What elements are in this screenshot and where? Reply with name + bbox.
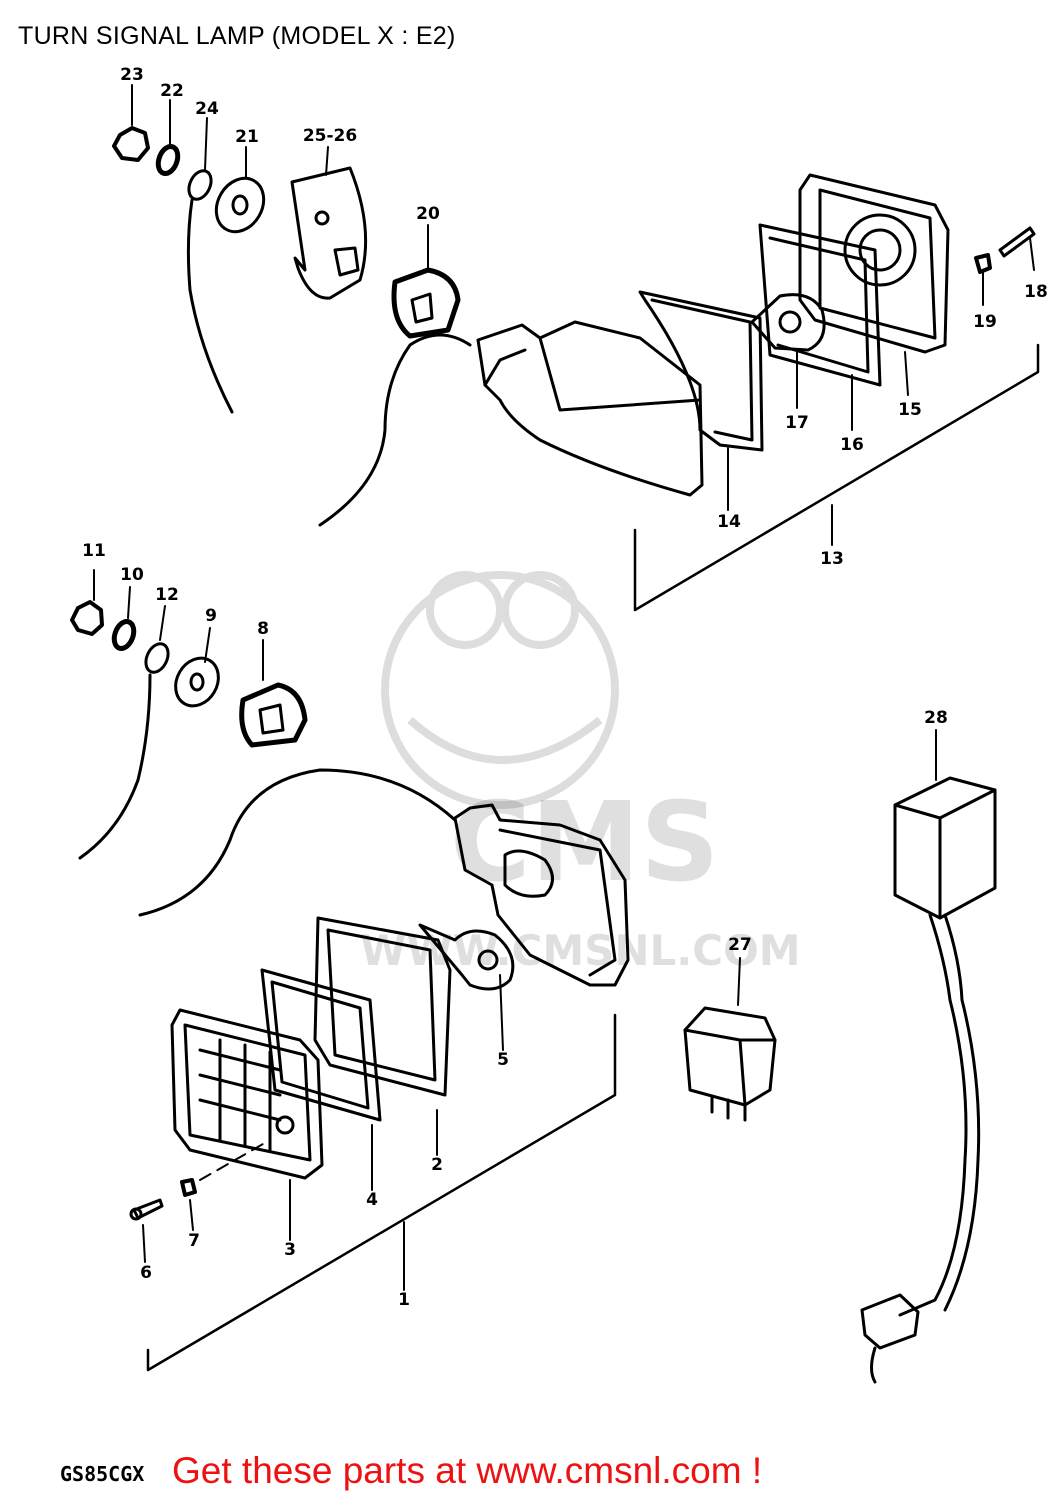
ground-terminal-part (187, 169, 213, 201)
lens-gasket-part (758, 223, 882, 387)
part-label-20: 20 (416, 204, 440, 224)
part-label-19: 19 (973, 312, 997, 332)
watermark-logo (381, 571, 619, 809)
lens-part (170, 1008, 324, 1180)
bulb-part (750, 293, 826, 352)
gasket-part (313, 916, 452, 1097)
part-label-23: 23 (120, 65, 144, 85)
screw-part (132, 1198, 164, 1220)
washer-part (174, 656, 220, 708)
grommet-part (239, 682, 308, 748)
part-label-27: 27 (728, 935, 752, 955)
part-label-12: 12 (155, 585, 179, 605)
watermark-site-text: WWW.CMSNL.COM (360, 926, 801, 975)
part-label-13: 13 (820, 549, 844, 569)
connector-part (860, 1293, 920, 1350)
nut-part (112, 126, 150, 162)
washer-part (111, 618, 137, 652)
diagram-title: TURN SIGNAL LAMP (MODEL X : E2) (18, 22, 456, 50)
part-label-17: 17 (785, 413, 809, 433)
part-label-21: 21 (235, 127, 259, 147)
part-label-1: 1 (398, 1290, 410, 1310)
washer-part (214, 176, 266, 234)
part-label-4: 4 (366, 1190, 378, 1210)
part-label-10: 10 (120, 565, 144, 585)
part-label-5: 5 (497, 1050, 509, 1070)
ground-terminal-part (144, 642, 170, 674)
part-label-3: 3 (284, 1240, 296, 1260)
nut-part (70, 600, 104, 636)
part-label-22: 22 (160, 81, 184, 101)
grommet-part (391, 267, 461, 339)
part-label-6: 6 (140, 1263, 152, 1283)
lens-part (798, 173, 950, 354)
part-label-9: 9 (205, 606, 217, 626)
bracket-part (290, 166, 368, 300)
model-code: GS85CGX (60, 1462, 145, 1486)
part-label-15: 15 (898, 400, 922, 420)
nut-part (180, 1178, 197, 1197)
nut-part (974, 253, 992, 274)
part-label-24: 24 (195, 99, 219, 119)
upper-lamp-wire (318, 333, 472, 527)
lens-gasket-part (260, 968, 382, 1122)
screw-part (998, 226, 1036, 258)
flasher-harness-part (898, 913, 968, 1317)
ground-wire-part (186, 198, 234, 414)
part-label-28: 28 (924, 708, 948, 728)
flasher-unit-part (893, 776, 997, 920)
shop-link[interactable]: Get these parts at www.cmsnl.com ! (172, 1450, 763, 1491)
bulb-part (418, 923, 515, 991)
watermark-logo-text: CMS (450, 778, 719, 906)
gasket-part (638, 290, 764, 452)
ground-wire-part (78, 673, 152, 860)
lower-assembly-bracket (146, 1013, 617, 1372)
relay-part (683, 1006, 777, 1107)
part-label-11: 11 (82, 541, 106, 561)
part-label-16: 16 (840, 435, 864, 455)
part-label-8: 8 (257, 619, 269, 639)
part-labels: 23 22 24 21 25-26 20 18 19 15 17 16 14 1… (82, 65, 1048, 1310)
part-label-2: 2 (431, 1155, 443, 1175)
part-label-14: 14 (717, 512, 741, 532)
lower-lamp-housing (453, 803, 630, 987)
washer-part (155, 143, 181, 177)
upper-assembly-bracket (633, 343, 1040, 612)
part-label-25-26: 25-26 (303, 126, 357, 146)
part-label-18: 18 (1024, 282, 1048, 302)
lower-lamp-wire (138, 768, 457, 917)
part-label-7: 7 (188, 1231, 200, 1251)
upper-lamp-housing (476, 320, 704, 497)
